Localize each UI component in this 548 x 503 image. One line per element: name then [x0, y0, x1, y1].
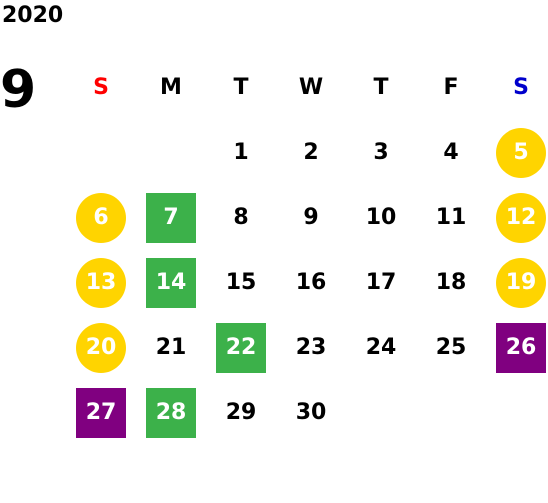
day-cell[interactable]: 1 — [206, 120, 276, 185]
day-number: 12 — [496, 192, 546, 243]
day-number: 28 — [146, 387, 196, 438]
day-number: 5 — [496, 127, 546, 178]
day-number: 27 — [76, 387, 126, 438]
day-cell[interactable]: 4 — [416, 120, 486, 185]
day-cell — [346, 380, 416, 445]
day-number: 18 — [435, 270, 467, 295]
day-number: 13 — [76, 257, 126, 308]
day-cell[interactable]: 30 — [276, 380, 346, 445]
day-number: 19 — [496, 257, 546, 308]
day-cell[interactable]: 11 — [416, 185, 486, 250]
day-cell[interactable]: 28 — [136, 380, 206, 445]
day-number: 20 — [76, 322, 126, 373]
day-number: 24 — [365, 335, 397, 360]
day-number: 16 — [295, 270, 327, 295]
day-number: 9 — [303, 205, 319, 230]
day-cell[interactable]: 12 — [486, 185, 548, 250]
day-number: 1 — [233, 140, 249, 165]
day-cell[interactable]: 27 — [66, 380, 136, 445]
weekday-header: M — [160, 75, 182, 100]
day-cell[interactable]: 2 — [276, 120, 346, 185]
day-cell[interactable]: 21 — [136, 315, 206, 380]
day-cell[interactable]: 10 — [346, 185, 416, 250]
day-number: 4 — [443, 140, 459, 165]
day-number: 25 — [435, 335, 467, 360]
day-cell — [416, 380, 486, 445]
day-number: 26 — [496, 322, 546, 373]
day-cell — [486, 380, 548, 445]
day-number: 22 — [216, 322, 266, 373]
day-number: 14 — [146, 257, 196, 308]
day-cell[interactable]: 18 — [416, 250, 486, 315]
day-number: 30 — [295, 400, 327, 425]
day-number: 2 — [303, 140, 319, 165]
day-number: 23 — [295, 335, 327, 360]
weekday-header: W — [298, 75, 324, 100]
day-cell[interactable]: 6 — [66, 185, 136, 250]
day-cell[interactable]: 17 — [346, 250, 416, 315]
day-cell[interactable]: 25 — [416, 315, 486, 380]
day-cell[interactable]: 20 — [66, 315, 136, 380]
day-number: 21 — [155, 335, 187, 360]
day-cell[interactable]: 19 — [486, 250, 548, 315]
day-cell[interactable]: 7 — [136, 185, 206, 250]
year-label: 2020 — [2, 3, 64, 28]
day-number: 15 — [225, 270, 257, 295]
day-cell[interactable]: 3 — [346, 120, 416, 185]
day-cell — [136, 120, 206, 185]
day-cell[interactable]: 29 — [206, 380, 276, 445]
day-cell[interactable]: 15 — [206, 250, 276, 315]
day-cell[interactable]: 24 — [346, 315, 416, 380]
day-cell[interactable]: 13 — [66, 250, 136, 315]
weekday-header: S — [513, 75, 529, 100]
weekday-header: S — [93, 75, 109, 100]
weekday-header: T — [233, 75, 249, 100]
day-number: 8 — [233, 205, 249, 230]
day-cell[interactable]: 8 — [206, 185, 276, 250]
day-cell — [66, 120, 136, 185]
day-number: 10 — [365, 205, 397, 230]
month-label: 9 — [0, 60, 37, 120]
day-number: 11 — [435, 205, 467, 230]
day-cell[interactable]: 14 — [136, 250, 206, 315]
weekday-header: F — [443, 75, 459, 100]
weekday-header: T — [373, 75, 389, 100]
day-number: 29 — [225, 400, 257, 425]
day-cell[interactable]: 23 — [276, 315, 346, 380]
day-number: 7 — [146, 192, 196, 243]
day-cell[interactable]: 26 — [486, 315, 548, 380]
day-cell[interactable]: 22 — [206, 315, 276, 380]
day-cell[interactable]: 16 — [276, 250, 346, 315]
day-number: 6 — [76, 192, 126, 243]
day-cell[interactable]: 5 — [486, 120, 548, 185]
day-number: 17 — [365, 270, 397, 295]
day-cell[interactable]: 9 — [276, 185, 346, 250]
day-number: 3 — [373, 140, 389, 165]
